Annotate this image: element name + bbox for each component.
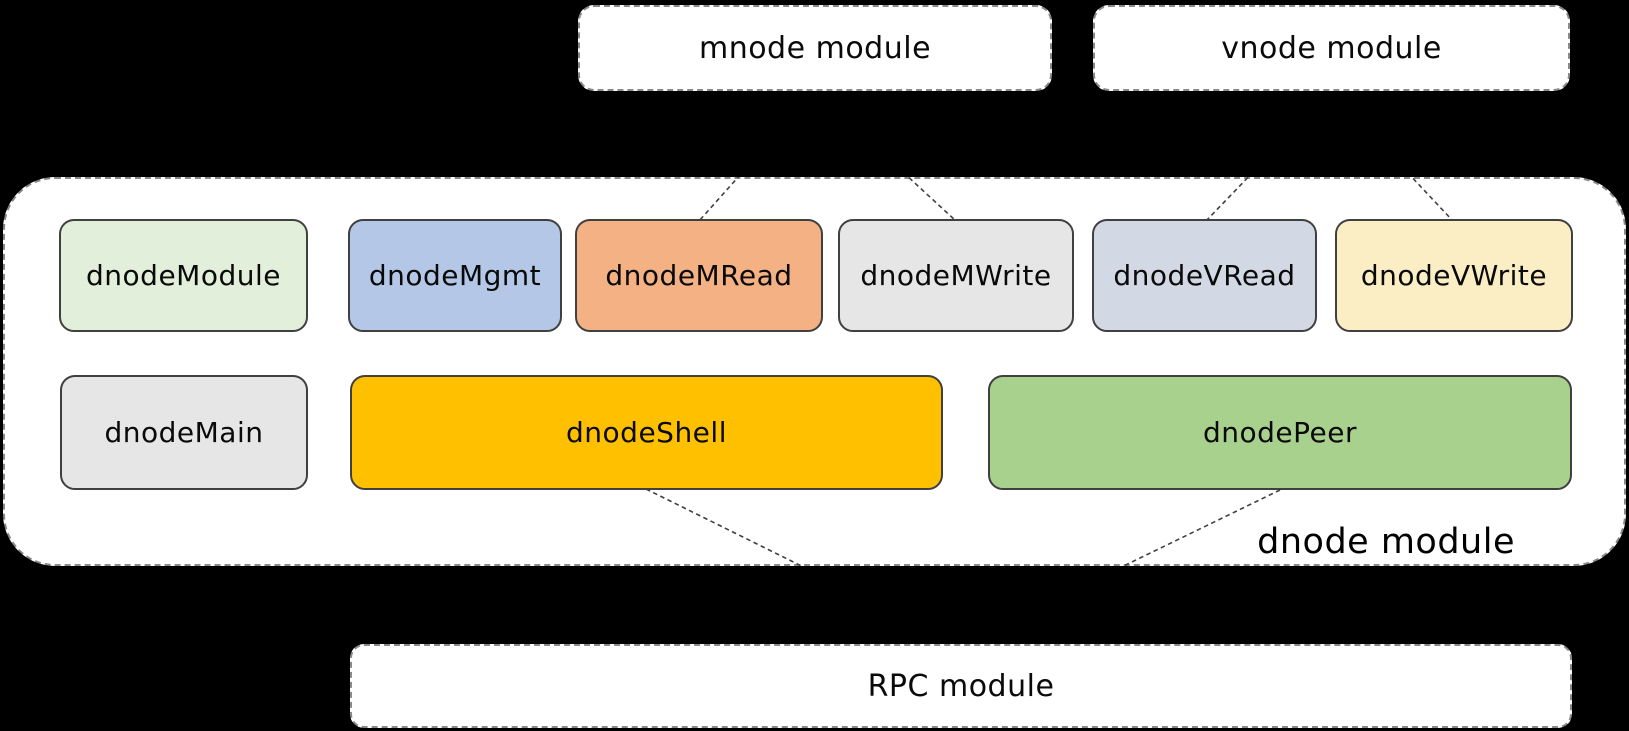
box-dnodeMRead: dnodeMRead (575, 219, 823, 332)
box-dnodeVWrite: dnodeVWrite (1335, 219, 1573, 332)
rpc-module-box: RPC module (350, 644, 1572, 728)
box-dnodeVWrite-label: dnodeVWrite (1360, 259, 1548, 292)
box-dnodeShell-label: dnodeShell (566, 416, 727, 449)
box-dnodeVRead-label: dnodeVRead (1113, 259, 1296, 292)
box-dnodeMgmt: dnodeMgmt (348, 219, 562, 332)
mnode-module-label: mnode module (698, 30, 932, 66)
box-dnodeVRead: dnodeVRead (1092, 219, 1317, 332)
box-dnodeMRead-label: dnodeMRead (605, 259, 793, 292)
box-dnodeMWrite: dnodeMWrite (838, 219, 1074, 332)
vnode-module-box: vnode module (1093, 5, 1570, 91)
dnode-module-label: dnode module (1257, 522, 1515, 562)
rpc-module-label: RPC module (867, 668, 1055, 704)
box-dnodeModule-label: dnodeModule (86, 259, 281, 292)
box-dnodeMgmt-label: dnodeMgmt (368, 259, 542, 292)
box-dnodePeer: dnodePeer (988, 375, 1572, 490)
vnode-module-label: vnode module (1221, 30, 1442, 66)
box-dnodeModule: dnodeModule (59, 219, 308, 332)
box-dnodeShell: dnodeShell (350, 375, 943, 490)
mnode-module-box: mnode module (578, 5, 1052, 91)
box-dnodeMain-label: dnodeMain (104, 416, 264, 449)
box-dnodeMain: dnodeMain (60, 375, 308, 490)
box-dnodeMWrite-label: dnodeMWrite (860, 259, 1052, 292)
box-dnodePeer-label: dnodePeer (1202, 416, 1357, 449)
